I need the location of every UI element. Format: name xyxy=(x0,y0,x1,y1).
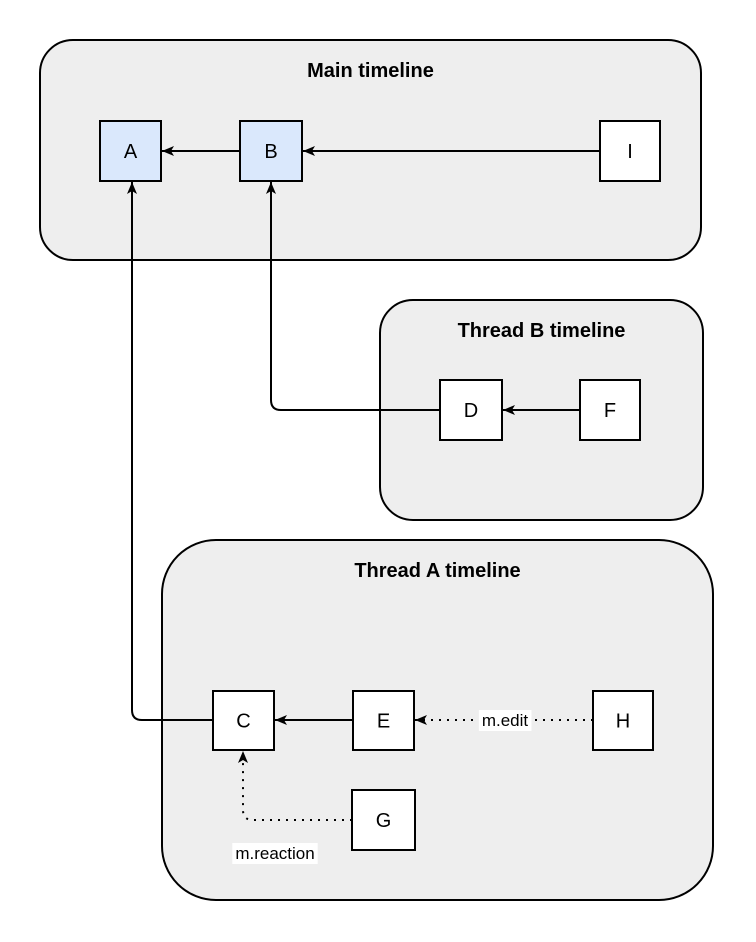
event-node-label-D: D xyxy=(464,400,478,422)
edge-label-bg-g-to-c xyxy=(232,843,318,864)
edge-d-to-b xyxy=(266,182,440,411)
event-node-label-F: F xyxy=(604,400,616,422)
event-node-label-I: I xyxy=(627,141,633,163)
event-node-B xyxy=(239,120,303,182)
edge-labels-layer: m.edit m.reaction xyxy=(232,710,532,864)
edge-label-h-to-e: m.edit xyxy=(482,711,529,730)
event-node-label-G: G xyxy=(376,810,392,832)
event-node-I xyxy=(599,120,661,182)
event-node-label-B: B xyxy=(264,141,277,163)
event-node-C xyxy=(212,690,275,751)
event-node-label-H: H xyxy=(616,711,630,733)
event-node-label-E: E xyxy=(377,711,390,733)
edge-label-g-to-c: m.reaction xyxy=(235,844,314,863)
event-node-label-A: A xyxy=(124,141,138,163)
event-node-A xyxy=(99,120,162,182)
edge-label-bg-h-to-e xyxy=(478,710,532,731)
event-node-G xyxy=(351,789,416,851)
event-node-H xyxy=(592,690,654,751)
event-node-D xyxy=(439,379,503,441)
event-node-F xyxy=(579,379,641,441)
timeline-title-thread-a-timeline: Thread A timeline xyxy=(354,560,520,582)
event-node-E xyxy=(352,690,415,751)
nodes-layer: A B I D F C E H G xyxy=(99,120,661,851)
timeline-title-thread-b-timeline: Thread B timeline xyxy=(458,320,626,342)
timeline-title-main-timeline: Main timeline xyxy=(307,60,434,82)
edge-c-to-a xyxy=(127,182,213,721)
event-node-label-C: C xyxy=(236,711,250,733)
